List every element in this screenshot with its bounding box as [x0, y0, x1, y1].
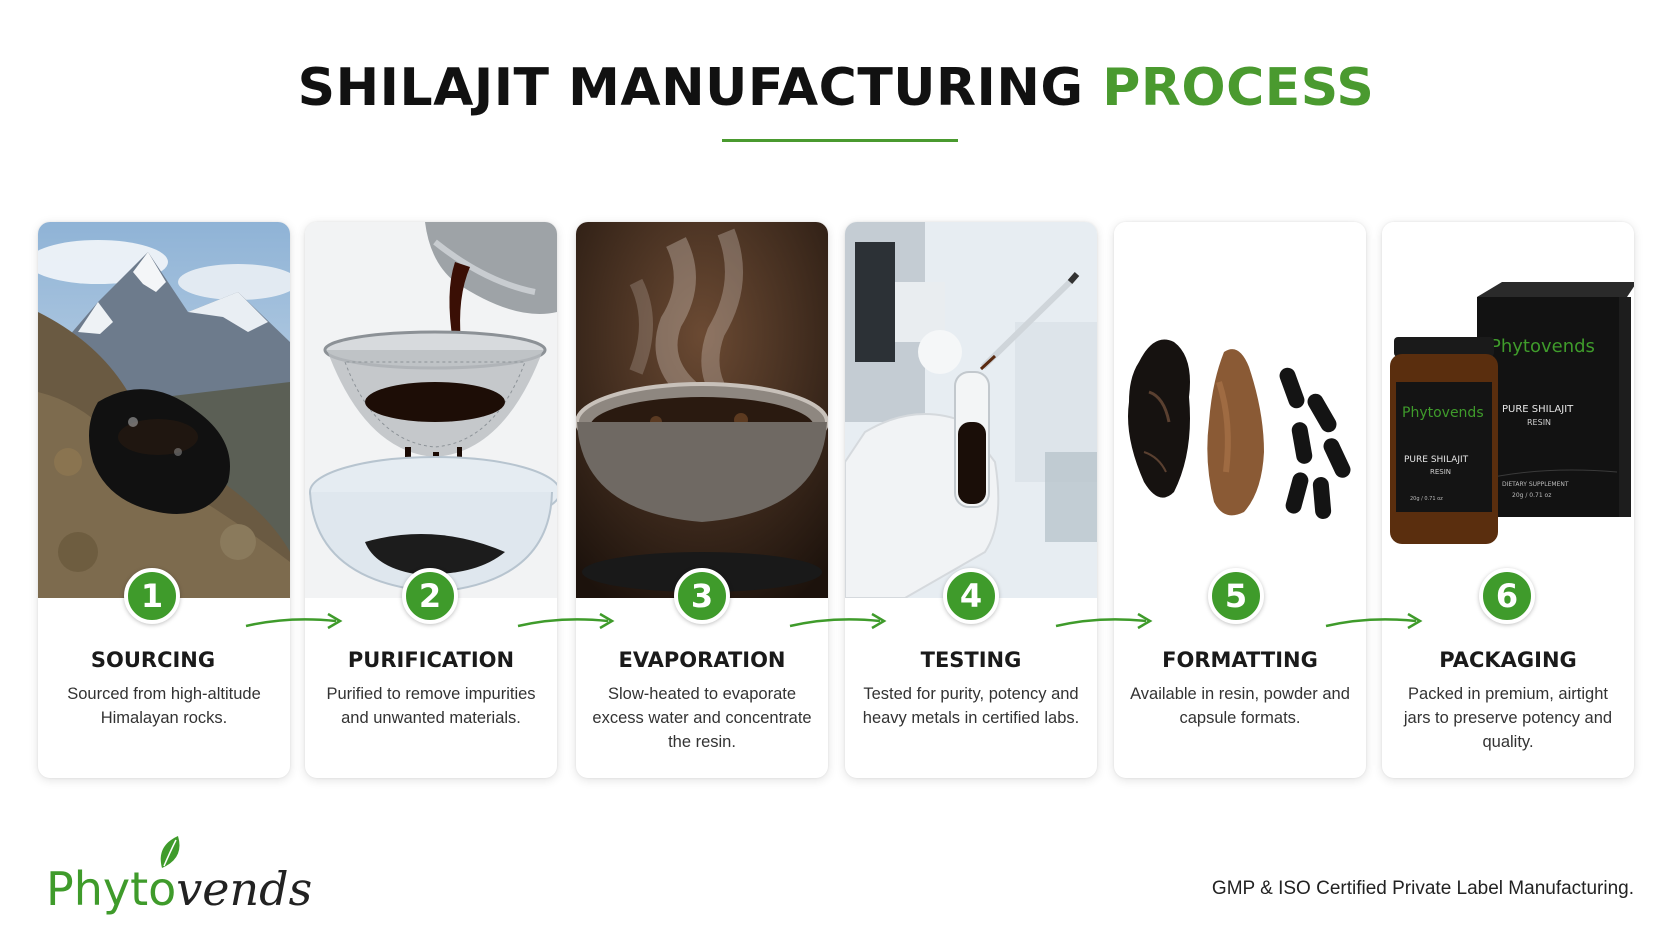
logo-text-part2: vends: [176, 862, 313, 916]
arrow-right-icon: [1325, 612, 1423, 630]
step-desc-sourcing: Sourced from high-altitude Himalayan roc…: [67, 685, 261, 727]
step-badge-3: 3: [674, 568, 730, 624]
step-card-evaporation: [576, 222, 828, 778]
step-badge-6: 6: [1479, 568, 1535, 624]
step-title-evaporation: EVAPORATION: [618, 648, 786, 672]
step-title-purification: PURIFICATION: [347, 648, 515, 672]
arrow-right-icon: [245, 612, 343, 630]
step-badge-2: 2: [402, 568, 458, 624]
page-title: SHILAJIT MANUFACTURING PROCESS: [0, 58, 1672, 118]
certification-note: GMP & ISO Certified Private Label Manufa…: [1211, 878, 1634, 899]
title-main: SHILAJIT MANUFACTURING: [297, 58, 1084, 118]
arrow-right-icon: [1055, 612, 1153, 630]
step-card-purification: [305, 222, 557, 778]
arrow-right-icon: [517, 612, 615, 630]
step-title-sourcing: SOURCING: [90, 648, 216, 672]
packaging-photo: Phytovends PURE SHILAJIT RESIN DIETARY S…: [1382, 222, 1634, 598]
logo-text-part1: Phyto: [46, 862, 177, 916]
testing-photo: [845, 222, 1097, 598]
sourcing-photo: [38, 222, 290, 598]
box-label-line1: PURE SHILAJIT: [1502, 404, 1574, 415]
title-underline: [722, 139, 958, 142]
step-card-sourcing: [38, 222, 290, 778]
step-title-testing: TESTING: [920, 648, 1022, 672]
step-title-formatting: FORMATTING: [1162, 648, 1318, 672]
formatting-photo: [1114, 222, 1366, 598]
step-badge-4: 4: [943, 568, 999, 624]
step-desc-testing: Tested for purity, potency and heavy met…: [862, 685, 1080, 727]
box-weight: 20g / 0.71 oz: [1512, 492, 1551, 499]
arrow-right-icon: [789, 612, 887, 630]
step-desc-purification: Purified to remove impurities and unwant…: [326, 685, 536, 727]
jar-label-line1: PURE SHILAJIT: [1404, 455, 1469, 465]
step-title-packaging: PACKAGING: [1439, 648, 1577, 672]
purification-photo: [305, 222, 557, 598]
step-card-formatting: [1114, 222, 1366, 778]
step-badge-5: 5: [1208, 568, 1264, 624]
step-desc-formatting: Available in resin, powder and capsule f…: [1130, 685, 1350, 727]
box-small-text: DIETARY SUPPLEMENT: [1502, 481, 1569, 488]
title-accent: PROCESS: [1102, 58, 1375, 118]
step-desc-evaporation: Slow-heated to evaporate excess water an…: [592, 685, 812, 751]
step-card-testing: [845, 222, 1097, 778]
box-brand: Phytovends: [1490, 336, 1595, 357]
step-desc-packaging: Packed in premium, airtight jars to pres…: [1403, 685, 1613, 751]
evaporation-photo: [576, 222, 828, 598]
step-card-packaging: Phytovends PURE SHILAJIT RESIN DIETARY S…: [1382, 222, 1634, 778]
box-label-line2: RESIN: [1527, 418, 1551, 427]
jar-label-line2: RESIN: [1430, 468, 1451, 476]
jar-brand: Phytovends: [1402, 405, 1484, 421]
jar-weight: 20g / 0.71 oz: [1410, 496, 1443, 502]
leaf-icon: [160, 836, 180, 868]
step-badge-1: 1: [124, 568, 180, 624]
brand-logo: Phytovends: [46, 832, 312, 916]
